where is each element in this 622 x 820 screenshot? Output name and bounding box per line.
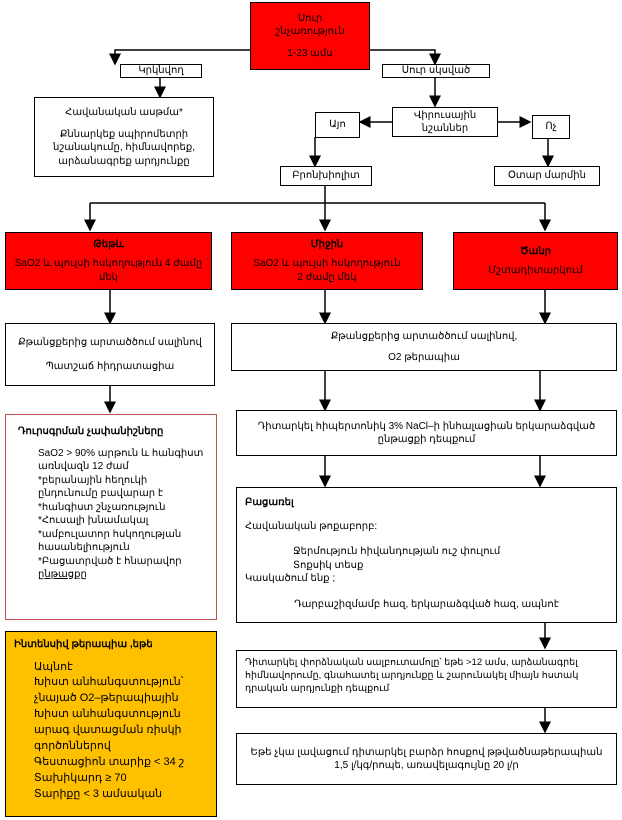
moderate-line1: SaO2 և պուլսի հսկողություն (253, 258, 401, 270)
mild-box: Թեթև SaO2 և պուլսի հսկողություն 4 ժամը մ… (5, 232, 212, 290)
foreign-body-box: Օտար մարմին (494, 166, 600, 186)
discharge-item: *բերանային հեղուկի (38, 474, 148, 486)
mild-title: Թեթև (93, 238, 124, 250)
foreign-body-label: Օտար մարմին (508, 170, 586, 182)
icu-item: Տարիքը < 3 ամսական (34, 788, 163, 800)
moderate-box: Միջին SaO2 և պուլսի հսկողություն 2 ժամը … (231, 232, 423, 290)
no-box: Ոչ (532, 115, 570, 139)
high-flow-box: Եթե չկա լավացում դիտարկել բարձր հոսքով թ… (236, 733, 617, 785)
top-line3: 1-23 ամս (287, 47, 333, 59)
icu-list: Ապնոէ Խիստ անհանգստություն՝ չնայած O2–թե… (14, 660, 208, 803)
hfnc-line1: Եթե չկա լավացում դիտարկել բարձր հոսքով թ… (250, 746, 603, 758)
asthma-box: Հավանական ասթմա* Քննարկեք սպիրոմետրի նշա… (34, 97, 214, 177)
salbutamol-box: Դիտարկել փորձնական սալբուտամոլը՝ եթե >12… (236, 650, 617, 708)
mild-care-line2: Պատշաճ հիդրատացիա (45, 360, 175, 372)
exclude-item2: Տոքսիկ տեսք (293, 559, 364, 571)
icu-title: Ինտենսիվ թերապիա ,եթե (14, 639, 153, 650)
recurrent-label: Կրկնվող (138, 65, 184, 77)
asthma-text2: նշանակումը, հիմնավորեք, (53, 142, 195, 153)
asthma-text1: Քննարկեք սպիրոմետրի (59, 128, 189, 140)
acute-dyspnea-box: Սուր շնչառություն 1-23 ամս (250, 2, 370, 70)
discharge-item: *ամբուլատոր հսկողության (38, 528, 182, 540)
exclude-box: Բացառել Հավանական թոքաբորբ: Ջերմություն … (236, 487, 617, 623)
moderate-care-line1: Քթանցքերից արտածծում սալինով, (330, 330, 518, 342)
hypertonic-saline-box: Դիտարկել հիպերտոնիկ 3% NaCl–ի ինհալացիան… (236, 410, 617, 456)
severe-line1: Մշտադիտարկում (488, 265, 583, 276)
mild-care-line1: Քթանցքերից արտածծում սալինով (18, 337, 202, 348)
discharge-item: SaO2 > 90% արթուն և հանգիստ (38, 447, 204, 459)
recurrent-box: Կրկնվող (120, 64, 202, 78)
acute-onset-label: Սուր սկսված (401, 65, 471, 77)
salbutamol-line1: Դիտարկել փորձնական սալբուտամոլը՝ եթե >12… (245, 657, 578, 668)
icu-item: գործոններով (34, 740, 111, 753)
yes-box: Այո (315, 112, 360, 138)
discharge-item: առնվազն 12 ժամ (38, 461, 129, 472)
icu-item: Խիստ անհանգստություն՝ (34, 676, 184, 689)
icu-item: չնայած O2–թերապիային (34, 692, 179, 705)
icu-item: Գեստացիոն տարիք < 34 շ (34, 756, 185, 769)
top-line1: Սուր (297, 12, 323, 24)
moderate-line2: 2 ժամը մեկ (297, 271, 357, 283)
viral-signs-box: Վիրուսային նշաններ (392, 107, 498, 137)
nacl-line1: Դիտարկել հիպերտոնիկ 3% NaCl–ի ինհալացիան… (257, 420, 596, 432)
exclude-item1: Ջերմություն հիվանդության ուշ փուլում (293, 546, 501, 557)
discharge-item: *հանգիստ շնչառություն (38, 501, 166, 513)
icu-item: Խիստ անհանգստություն (34, 708, 181, 721)
mild-line1: SaO2 և պուլսի հսկողություն 4 ժամը (14, 258, 203, 270)
moderate-care-box: Քթանցքերից արտածծում սալինով, O2 թերապիա (231, 323, 617, 371)
mild-care-box: Քթանցքերից արտածծում սալինով Պատշաճ հիդր… (5, 323, 215, 386)
asthma-text3: արձանագրեք արդյունքը (58, 155, 190, 167)
salbutamol-line2: հիմնավորումը, գնահատել արդյունքը և շարու… (245, 669, 579, 681)
moderate-care-line2: O2 թերապիա (388, 352, 460, 363)
discharge-item: ընդունումը բավարար է (38, 488, 163, 499)
salbutamol-line3: դրական արդյունքի դեպքում (245, 682, 390, 694)
bronchiolitis-label: Բրոնխիոլիտ (292, 170, 360, 182)
icu-item: Տախիկարդ ≥ 70 (34, 772, 127, 785)
discharge-list: SaO2 > 90% արթուն և հանգիստ առնվազն 12 ժ… (18, 447, 204, 582)
exclude-end: Դարբաշիզմամբ հազ, երկարաձգված հազ, ապնոէ (294, 598, 559, 610)
discharge-item: *Հուսալի խնամակալ (38, 515, 149, 526)
severe-title: Ծանր (519, 245, 552, 257)
discharge-item: հասանելիություն (38, 542, 130, 553)
acute-onset-box: Սուր սկսված (382, 64, 490, 78)
viral-line2: նշաններ (421, 123, 469, 134)
bronchiolitis-box: Բրոնխիոլիտ (280, 166, 372, 186)
discharge-item: *Բացատրված է հնարավոր (38, 555, 182, 567)
top-line2: շնչառություն (275, 26, 345, 38)
discharge-title: Դուրսգրման չափանիշները (18, 426, 164, 437)
mild-line2: մեկ (98, 271, 118, 283)
viral-line1: Վիրուսային (413, 109, 477, 121)
exclude-title: Բացառել (245, 497, 294, 508)
nacl-line2: ընթացքի դեպքում (377, 434, 476, 445)
severe-box: Ծանր Մշտադիտարկում (453, 232, 618, 290)
icu-box: Ինտենսիվ թերապիա ,եթե Ապնոէ Խիստ անհանգս… (5, 631, 217, 817)
exclude-note: Կասկածում ենք ; (245, 573, 336, 584)
icu-item: արագ վատացման ռիսկի (34, 724, 182, 737)
discharge-item: ընթացքը (38, 569, 87, 580)
yes-label: Այո (329, 119, 346, 131)
hfnc-line2: 1,5 լ/կգ/րոպե, առավելագույնը 20 լ/ր (334, 760, 519, 771)
icu-item: Ապնոէ (34, 660, 73, 673)
no-label: Ոչ (545, 121, 557, 133)
exclude-sub: Հավանական թոքաբորբ: (245, 520, 378, 532)
asthma-title: Հավանական ասթմա* (65, 107, 183, 118)
moderate-title: Միջին (310, 238, 344, 250)
discharge-criteria-box: Դուրսգրման չափանիշները SaO2 > 90% արթուն… (5, 414, 217, 620)
